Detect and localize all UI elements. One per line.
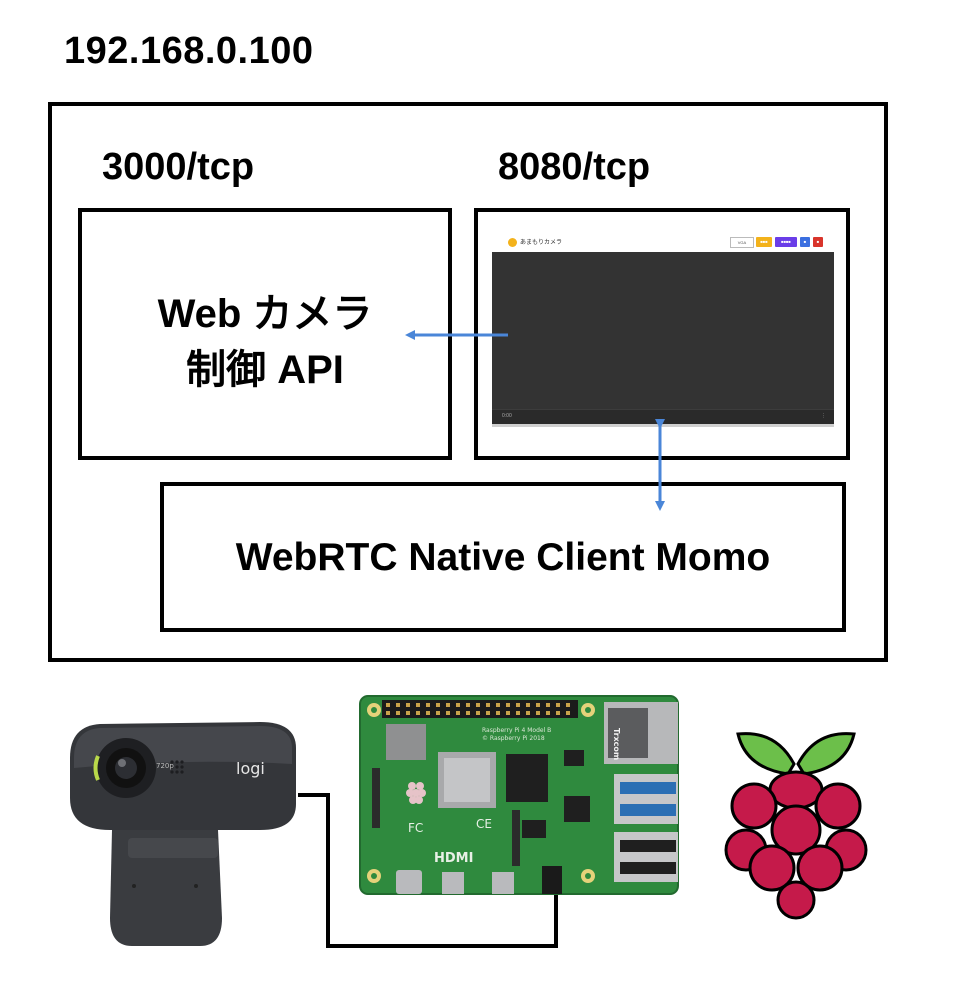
momo-box: WebRTC Native Client Momo	[160, 482, 846, 632]
mini-button-3[interactable]: ■	[800, 237, 810, 247]
host-box	[48, 102, 888, 662]
webcam-icon: 720p logi	[70, 722, 296, 946]
mini-app-name: あまもりカメラ	[520, 239, 563, 246]
fcc-text: FC	[408, 821, 423, 835]
board-title-text: Raspberry Pi 4 Model B	[482, 727, 551, 734]
eth-brand-text: Trxcom	[612, 728, 621, 760]
mini-button-4[interactable]: ■	[813, 237, 823, 247]
mini-resolution-select[interactable]: VGA	[730, 237, 754, 248]
hdmi-text: HDMI	[434, 851, 473, 866]
webcam-brand-text: logi	[236, 759, 265, 778]
web-port-label: 8080/tcp	[498, 146, 651, 188]
usb-cable	[298, 793, 558, 948]
api-port-label: 3000/tcp	[102, 146, 255, 188]
mini-video-player[interactable]: 0:00 ⋮	[492, 252, 834, 427]
mini-ui-header: あまもりカメラ VGA ■■■ ■■■■ ■ ■	[492, 236, 830, 252]
mini-button-1[interactable]: ■■■	[756, 237, 772, 247]
api-label-line1: Web カメラ	[157, 292, 373, 336]
ce-text: CE	[476, 817, 492, 831]
raspberry-pi-logo-icon	[724, 732, 868, 920]
webcam-resolution-text: 720p	[156, 762, 174, 770]
host-ip-label: 192.168.0.100	[64, 30, 314, 72]
mini-video-time: 0:00	[502, 413, 512, 419]
board-copyright-text: © Raspberry Pi 2018	[482, 735, 545, 742]
raspberry-pi-board-icon: Raspberry Pi 4 Model B © Raspberry Pi 20…	[359, 695, 679, 895]
mini-video-menu-icon[interactable]: ⋮	[821, 413, 826, 419]
api-label-line2: 制御 API	[186, 348, 344, 392]
mini-app-logo-icon	[508, 238, 517, 247]
mini-button-2[interactable]: ■■■■	[775, 237, 797, 247]
momo-label: WebRTC Native Client Momo	[235, 536, 771, 579]
